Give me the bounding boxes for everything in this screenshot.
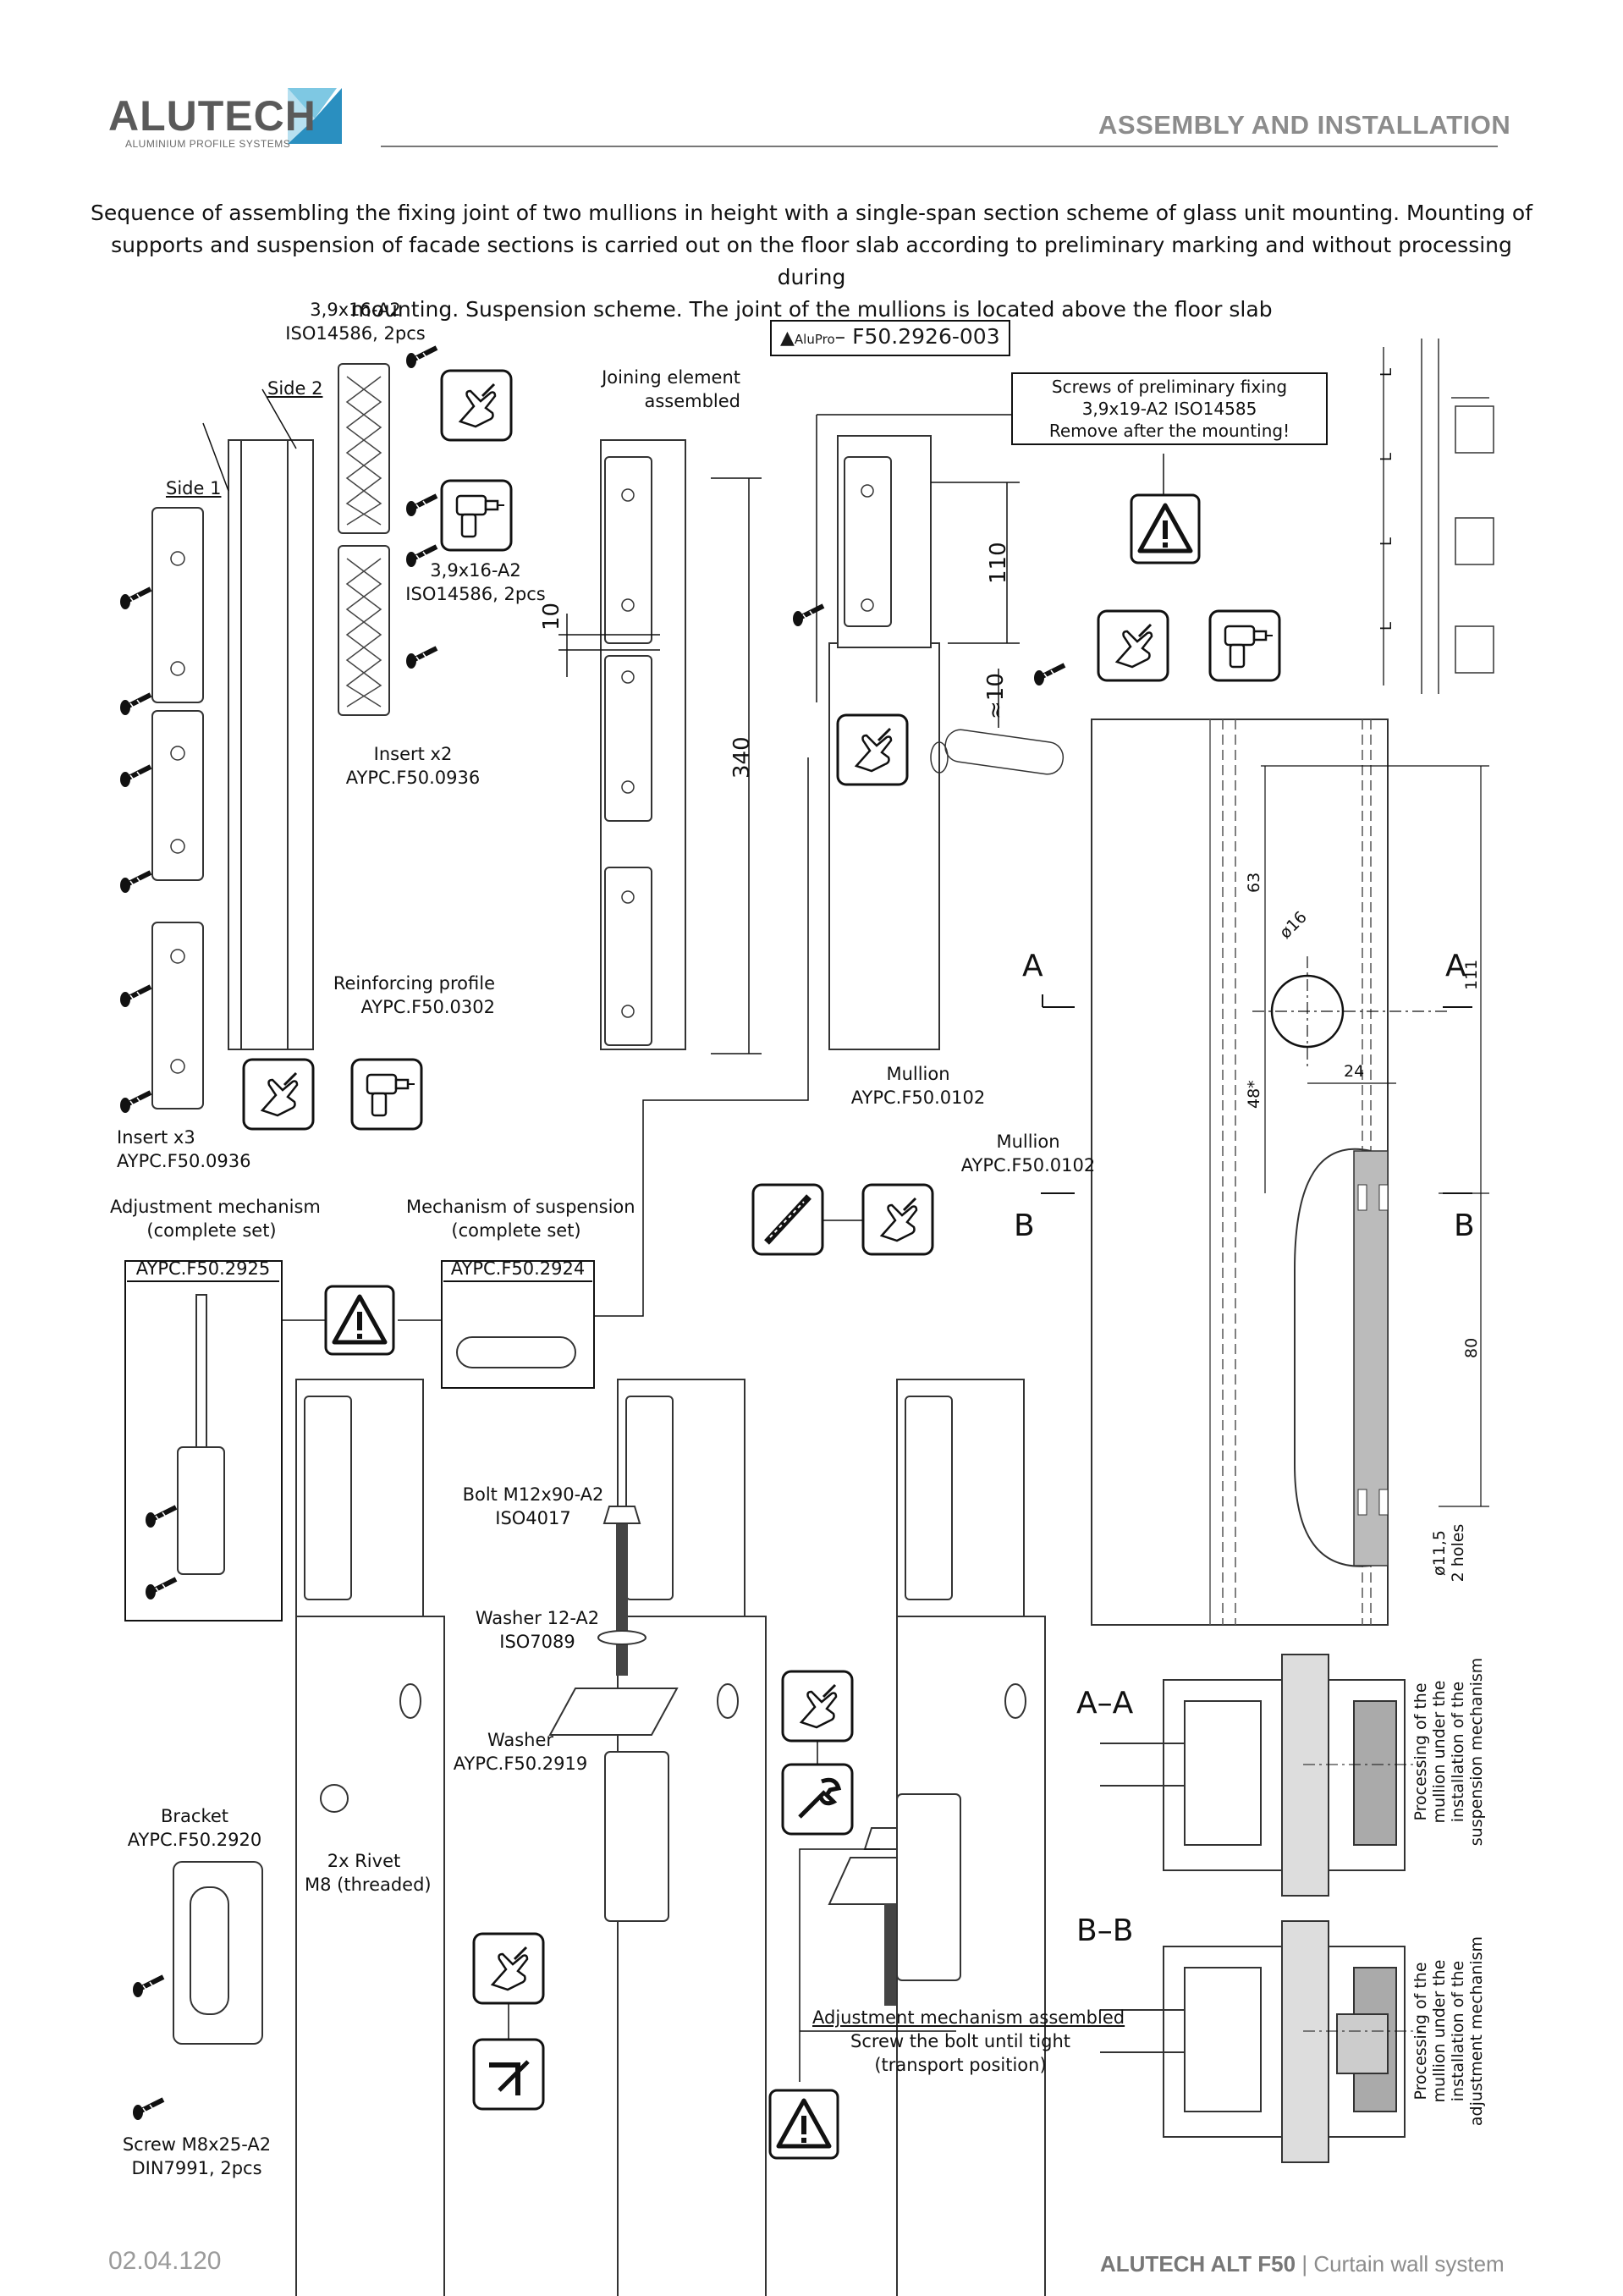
section-title: ASSEMBLY AND INSTALLATION [1098,110,1511,140]
dim-340: 340 [729,736,755,779]
label-processing-suspension: Processing of the mullion under the inst… [1411,1657,1486,1847]
alupro-code: – F50.2926-003 [834,324,1000,349]
alupro-arrow-icon: ▲ [780,328,795,349]
dim-L-3: L [1378,537,1395,546]
dim-111: 111 [1462,960,1481,990]
footer-product-name: Curtain wall system [1313,2251,1505,2277]
label-preliminary-screws: Screws of preliminary fixing 3,9x19-A2 I… [1011,372,1328,445]
intro-line-1: Sequence of assembling the fixing joint … [90,201,1533,225]
label-screw-m8: Screw M8x25-A2 DIN7991, 2pcs [122,2134,272,2178]
cut-label-a-left: A [1022,949,1043,983]
intro-line-3: mounting. Suspension scheme. The joint o… [350,297,1273,322]
footer-brand: ALUTECH ALT F50 [1100,2251,1296,2277]
dim-63: 63 [1245,873,1263,893]
logo-subtitle: ALUMINIUM PROFILE SYSTEMS [125,138,291,150]
cut-label-b-left: B [1014,1209,1035,1243]
label-washer12: Washer 12-A2 ISO7089 [475,1608,600,1652]
label-suspension-mechanism: Mechanism of suspension (complete set) [406,1197,635,1241]
cut-label-b-right: B [1454,1209,1475,1243]
section-title-aa: A–A [1076,1686,1134,1721]
alupro-prefix: AluPro [794,332,835,347]
label-side1: Side 1 [166,478,222,498]
label-joining-element: Joining element assembled [602,367,740,411]
label-insert-x2: Insert x2 AYPC.F50.0936 [345,744,481,788]
cut-label-a-right: A [1445,949,1466,983]
label-bolt: Bolt M12x90-A2 ISO4017 [462,1484,604,1528]
dim-110: 110 [986,542,1011,584]
dim-48: 48* [1245,1080,1263,1109]
label-mullion-b: Mullion AYPC.F50.0102 [960,1131,1096,1176]
page-number: 02.04.120 [108,2247,222,2275]
label-screw-top: 3,9x16-A2 ISO14586, 2pcs [285,300,426,344]
dim-10a: 10 [539,603,564,630]
label-rivet: 2x Rivet M8 (threaded) [305,1851,432,1895]
label-suspension-code: AYPC.F50.2924 [443,1257,592,1282]
footer-separator: | [1296,2251,1314,2277]
logo-text: ALUTECH [108,92,316,140]
label-bracket: Bracket AYPC.F50.2920 [127,1806,262,1850]
label-side2: Side 2 [267,378,323,399]
label-mullion-a: Mullion AYPC.F50.0102 [850,1064,986,1108]
alupro-code-box: ▲AluPro– F50.2926-003 [770,320,1010,356]
dim-L-2: L [1378,452,1395,461]
label-reinforcing-profile: Reinforcing profile AYPC.F50.0302 [333,973,495,1017]
label-screw-mid: 3,9x16-A2 ISO14586, 2pcs [405,560,546,604]
dim-L-1: L [1378,367,1395,377]
footer-product: ALUTECH ALT F50 | Curtain wall system [1100,2251,1505,2277]
label-adjustment-mechanism: Adjustment mechanism (complete set) [110,1197,321,1241]
intro-line-2: supports and suspension of facade sectio… [111,233,1512,289]
logo-mark-icon [288,88,342,144]
dim-10b: ≈10 [983,673,1009,719]
label-washer: Washer AYPC.F50.2919 [453,1730,588,1774]
label-adjustment-assembled: Adjustment mechanism assembled Screw the… [812,2007,1125,2075]
intro-text: Sequence of assembling the fixing joint … [85,197,1538,326]
dim-80: 80 [1462,1338,1481,1358]
section-title-bb: B–B [1076,1913,1134,1948]
dim-L-4: L [1378,621,1395,630]
label-insert-x3: Insert x3 AYPC.F50.0936 [117,1127,251,1171]
label-adjustment-code: AYPC.F50.2925 [127,1257,279,1282]
label-processing-adjustment: Processing of the mullion under the inst… [1411,1935,1486,2127]
label-holes: ø11,5 2 holes [1430,1523,1467,1583]
dim-24: 24 [1344,1062,1364,1081]
